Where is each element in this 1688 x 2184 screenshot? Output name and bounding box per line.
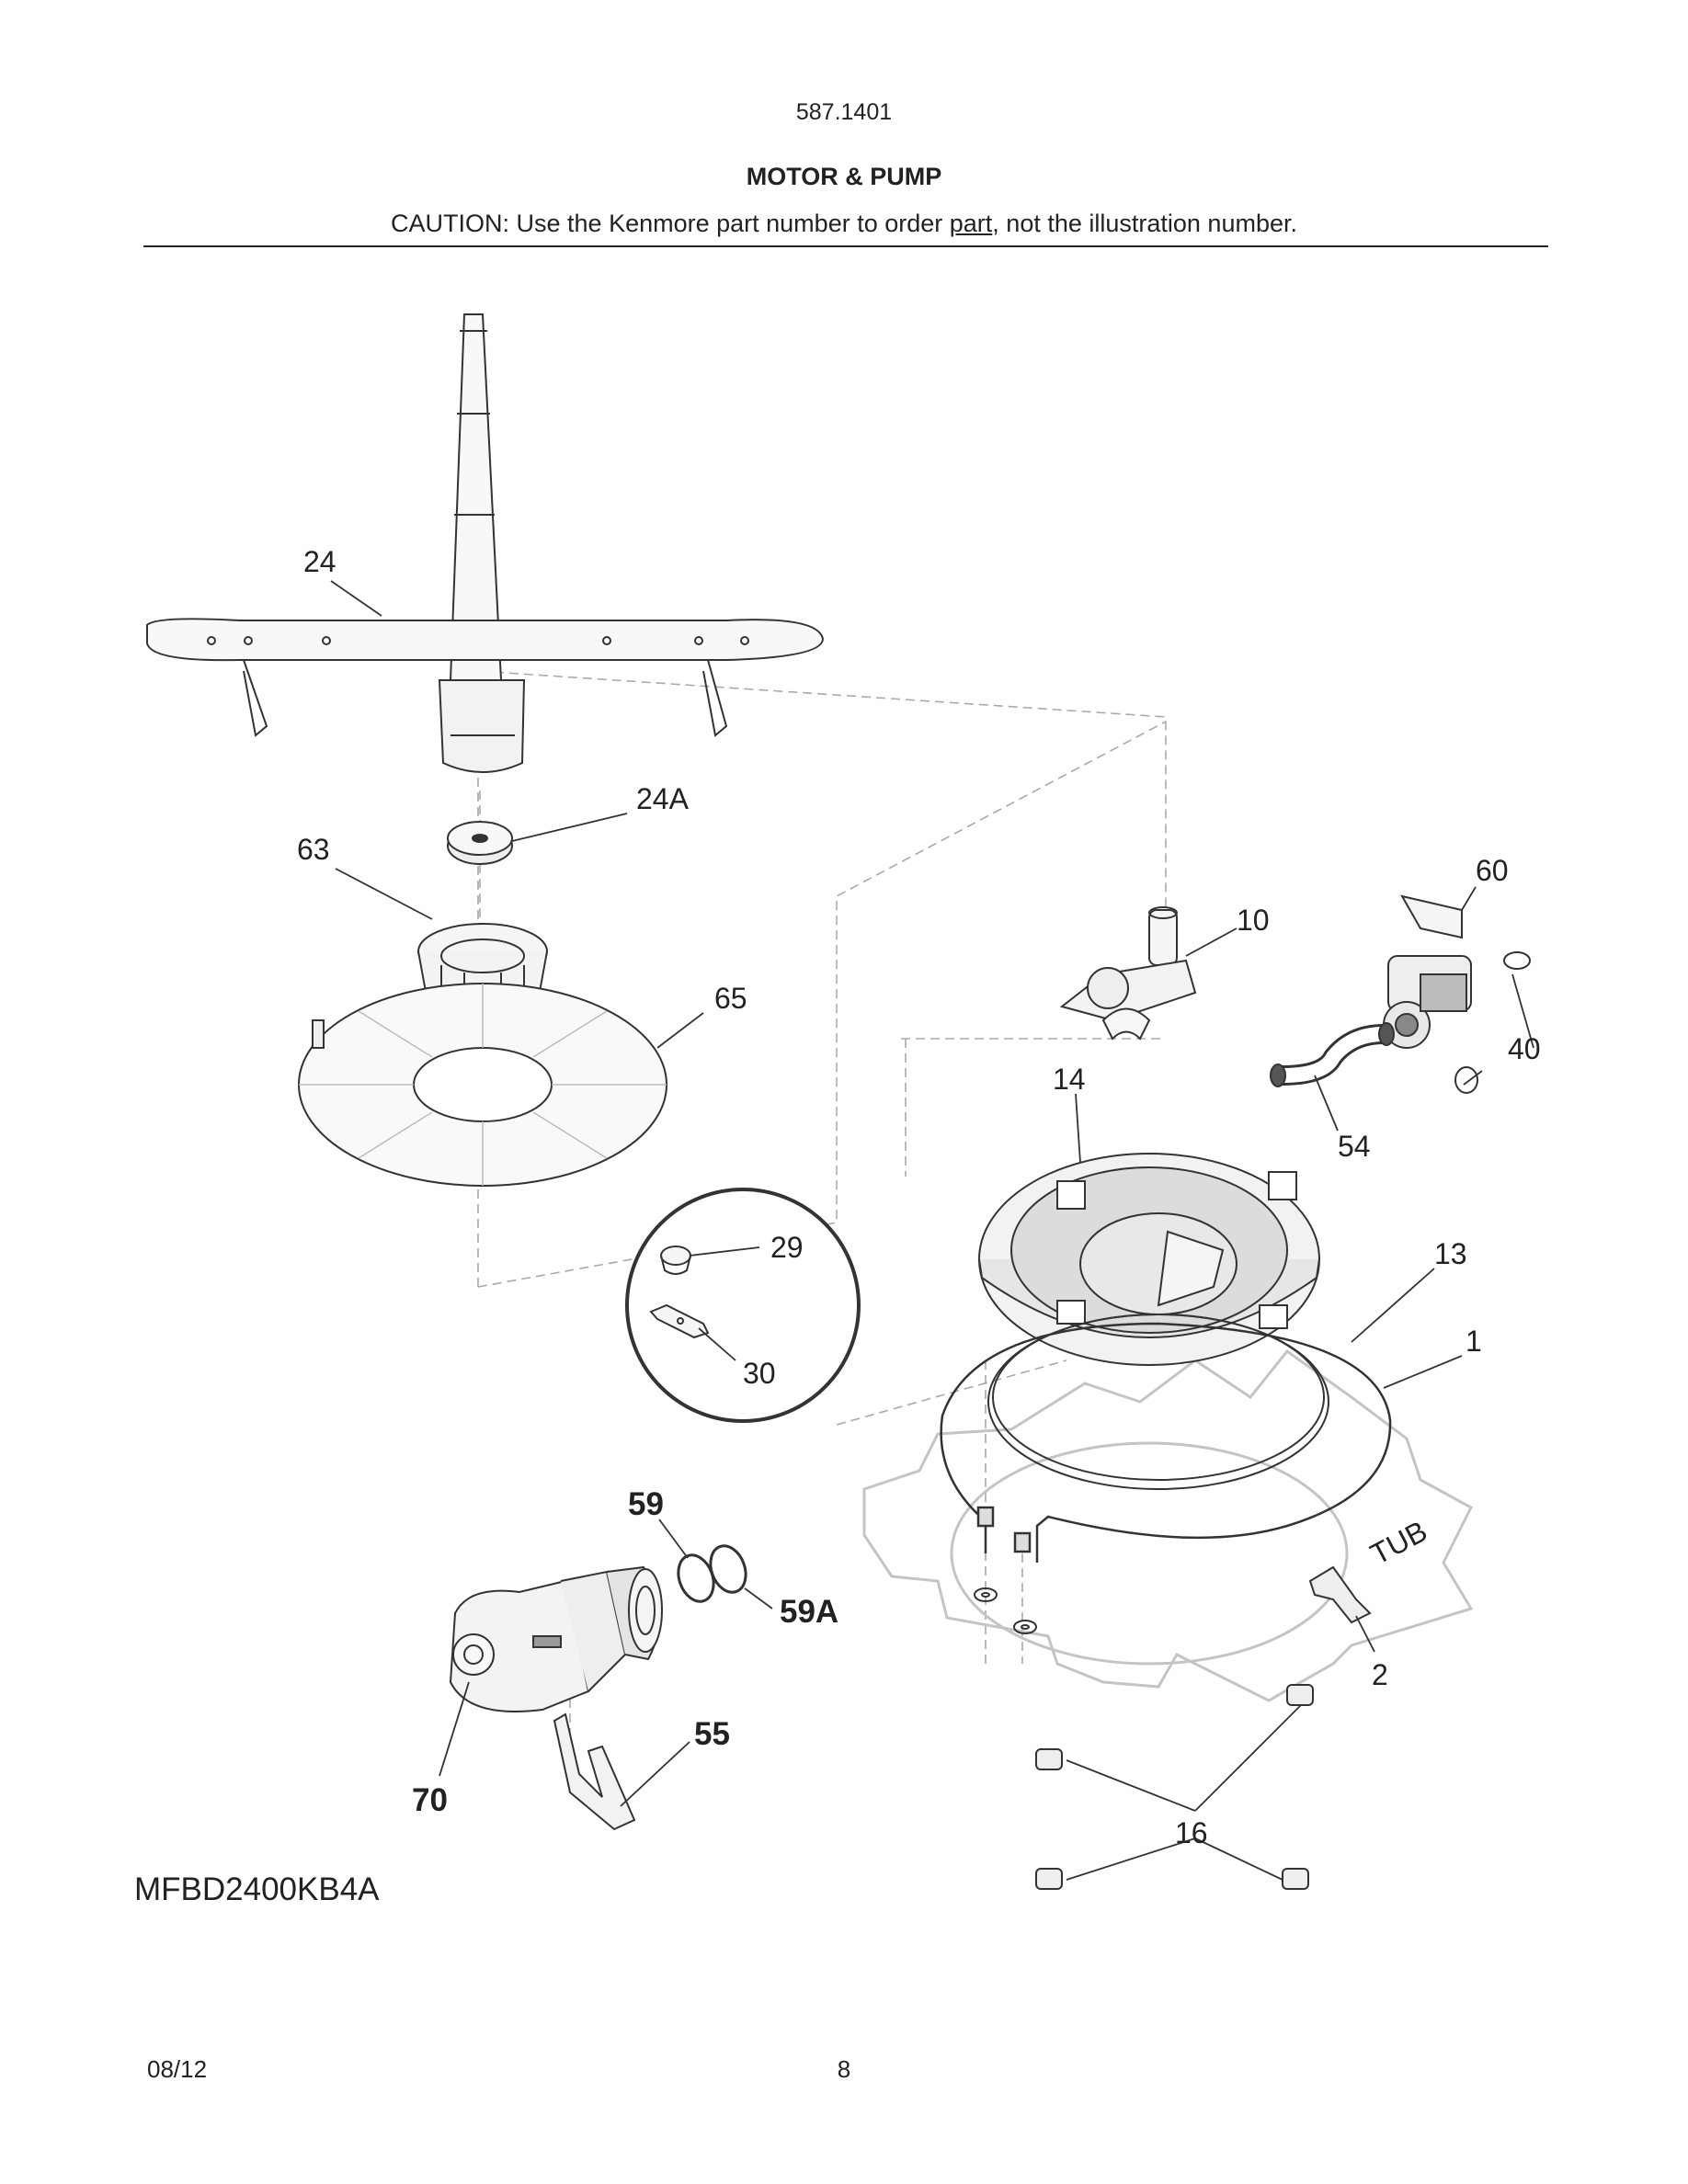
callout-24a: 24A <box>636 782 690 815</box>
callout-30: 30 <box>743 1357 776 1390</box>
callout-2: 2 <box>1372 1658 1388 1691</box>
callout-10: 10 <box>1237 904 1270 937</box>
washer-part <box>974 1587 1037 1634</box>
heater-bracket-part <box>1308 1565 1372 1624</box>
model-number: MFBD2400KB4A <box>134 1871 380 1907</box>
sump-seal-part <box>987 1314 1329 1490</box>
callout-24: 24 <box>303 545 336 578</box>
heating-element-part <box>940 1322 1392 1563</box>
callout-54: 54 <box>1338 1130 1371 1163</box>
spray-arm-part <box>146 313 825 773</box>
callout-29: 29 <box>770 1231 804 1264</box>
caution-text-before: CAUTION: Use the Kenmore part number to … <box>391 210 950 237</box>
callout-16: 16 <box>1175 1816 1208 1849</box>
hose-clamp-part <box>1454 951 1531 1094</box>
motor-bracket-part <box>553 1712 636 1831</box>
page-number: 8 <box>837 2055 851 2083</box>
callout-55: 55 <box>694 1716 730 1752</box>
inlet-hose-part <box>1270 1022 1395 1087</box>
callout-leaders <box>330 580 1534 1881</box>
tub-label: TUB <box>1365 1514 1432 1571</box>
caution-text-after: , not the illustration number. <box>992 210 1297 237</box>
callout-1: 1 <box>1466 1325 1482 1358</box>
document-code: 587.1401 <box>795 99 893 125</box>
callout-14: 14 <box>1053 1063 1086 1096</box>
callout-59a: 59A <box>780 1594 838 1630</box>
callout-60: 60 <box>1476 854 1509 887</box>
callout-63: 63 <box>297 833 330 866</box>
inlet-valve-part <box>1383 894 1472 1049</box>
footer-date: 08/12 <box>147 2055 208 2083</box>
filter-plate-part <box>298 983 667 1187</box>
motor-part <box>449 1565 663 1712</box>
page-title: MOTOR & PUMP <box>746 163 942 190</box>
float-switch-part <box>1059 906 1197 1041</box>
leveling-leg-part <box>1035 1684 1314 1890</box>
caution-text-underlined: part <box>949 210 993 237</box>
callout-13: 13 <box>1434 1237 1467 1270</box>
o-ring-part <box>677 1544 747 1603</box>
detail-inset-circle <box>625 1188 861 1423</box>
callout-40: 40 <box>1508 1032 1541 1065</box>
callout-70: 70 <box>412 1782 448 1818</box>
seal-ring-part <box>447 821 513 865</box>
header-divider <box>143 245 1548 247</box>
sump-part <box>978 1153 1320 1366</box>
caution-note: CAUTION: Use the Kenmore part number to … <box>0 210 1688 238</box>
callout-59: 59 <box>628 1486 664 1522</box>
tub-outline <box>862 1348 1474 1702</box>
callout-65: 65 <box>714 982 747 1015</box>
